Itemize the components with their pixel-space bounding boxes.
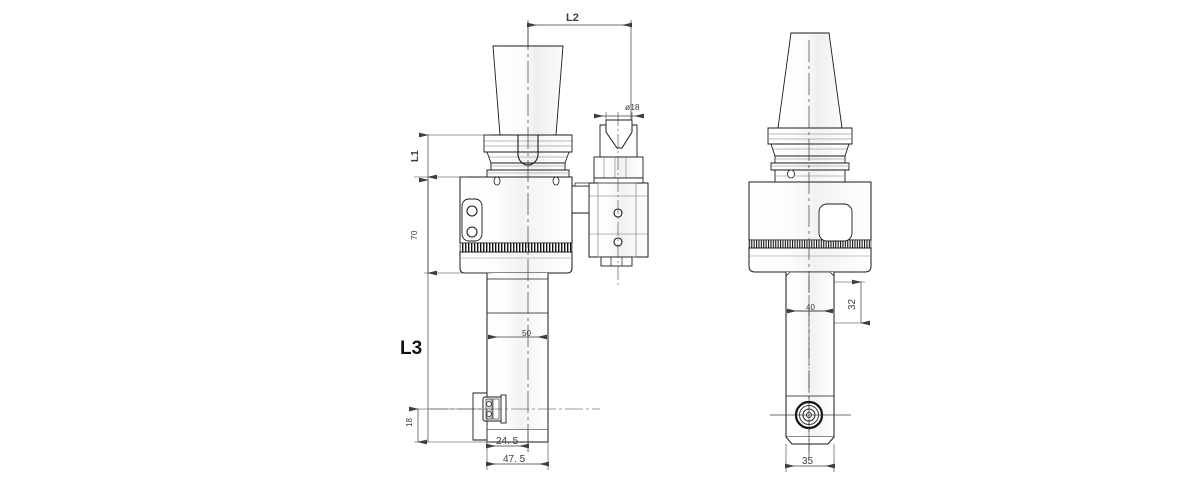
dimension-24-5: 24. 5 bbox=[486, 409, 529, 452]
body-block-front bbox=[748, 181, 872, 273]
dimension-35: 35 bbox=[785, 444, 835, 472]
view-front-right: 40 32 35 bbox=[748, 32, 872, 472]
dimension-18-label: 18 bbox=[405, 418, 414, 427]
taper-shank-side bbox=[483, 45, 573, 178]
label-window-front bbox=[818, 203, 853, 242]
dimension-l2: L2 bbox=[527, 12, 632, 130]
dimension-35-label: 35 bbox=[802, 456, 814, 467]
knurled-band-front bbox=[748, 239, 872, 249]
output-spindle-unit bbox=[571, 112, 649, 288]
dimension-47-5: 47. 5 bbox=[486, 442, 549, 470]
vertical-dimension-stack: L1 70 L3 18 bbox=[400, 132, 492, 445]
dimension-32: 32 bbox=[834, 279, 870, 326]
dimension-l1-label: L1 bbox=[410, 150, 421, 162]
dimension-dia18-label: ø18 bbox=[625, 102, 640, 112]
locating-hole-right bbox=[552, 176, 560, 186]
bolt-hole-upper bbox=[466, 205, 478, 217]
dimension-47-5-label: 47. 5 bbox=[503, 454, 526, 465]
lower-shank-side: 50 bbox=[430, 273, 600, 443]
dimension-50: 50 bbox=[488, 329, 547, 340]
locating-hole-front bbox=[787, 169, 795, 179]
dimension-32-label: 32 bbox=[847, 298, 858, 310]
lower-shank-front: 40 bbox=[770, 271, 851, 452]
view-side-left: L2 bbox=[400, 12, 649, 470]
dimension-dia18: ø18 bbox=[594, 102, 644, 126]
dimension-50-label: 50 bbox=[522, 329, 531, 338]
dimension-l3-label: L3 bbox=[400, 338, 422, 359]
bolt-hole-lower bbox=[466, 226, 478, 238]
dimension-40-label: 40 bbox=[806, 303, 815, 312]
knurled-band-side bbox=[459, 242, 573, 253]
dimension-70-label: 70 bbox=[409, 230, 419, 240]
dimension-l2-label: L2 bbox=[566, 12, 579, 24]
body-block-side bbox=[459, 176, 573, 274]
dimension-40: 40 bbox=[787, 303, 833, 314]
dimension-24-5-label: 24. 5 bbox=[496, 436, 519, 447]
locating-hole-left bbox=[493, 176, 501, 186]
taper-shank-front bbox=[767, 32, 853, 183]
